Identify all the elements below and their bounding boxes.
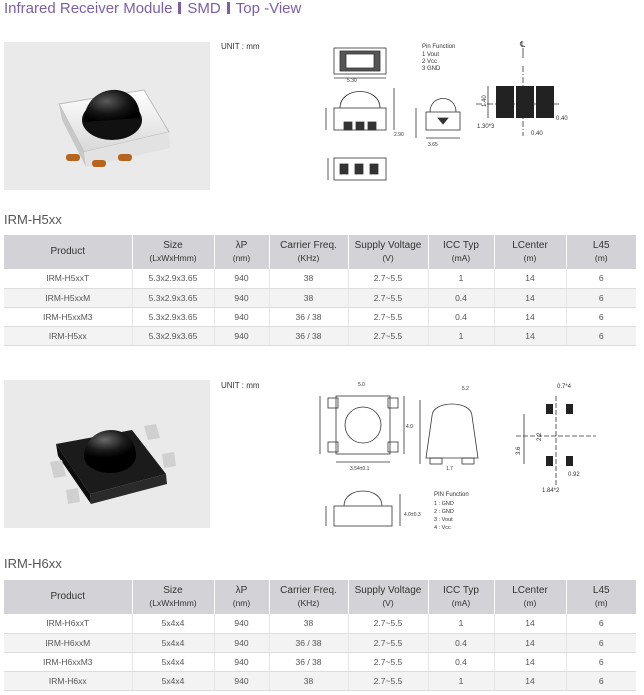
svg-text:4.0: 4.0 (406, 424, 413, 430)
svg-text:2.90: 2.90 (394, 132, 404, 138)
col-size: Size(LxWxHmm) (132, 580, 215, 614)
col-l45: L45(m) (566, 235, 636, 269)
col-product: Product (4, 580, 133, 614)
col-supply: Supply Voltage(V) (348, 580, 429, 614)
dim-0-92: 0.92 (568, 472, 580, 478)
product-photo-h5 (4, 42, 210, 190)
dim-3-6: 3.6 (516, 446, 522, 455)
svg-text:5.30: 5.30 (347, 78, 357, 84)
col-size: Size(LxWxHmm) (132, 235, 215, 269)
svg-text:5.0: 5.0 (358, 382, 365, 388)
title-separator (226, 2, 230, 14)
col-carrier: Carrier Freq.(KHz) (269, 235, 349, 269)
spec-table-h5: Product Size(LxWxHmm) λP(nm) Carrier Fre… (4, 235, 636, 346)
svg-text:3.54±0.1: 3.54±0.1 (350, 466, 370, 472)
pin-2-h6: 2 : GND (434, 509, 454, 515)
pin-function-heading: Pin Function (422, 44, 455, 50)
col-carrier: Carrier Freq.(KHz) (269, 580, 349, 614)
col-l45: L45(m) (566, 580, 636, 614)
svg-text:3.65: 3.65 (428, 142, 438, 148)
pin-1: 1 Vout (422, 52, 439, 58)
svg-text:4.0±0.3: 4.0±0.3 (404, 512, 421, 518)
pin-function-heading-h6: PIN Function (434, 492, 469, 498)
svg-text:1.7: 1.7 (446, 466, 453, 472)
col-lcenter: LCenter(m) (494, 235, 567, 269)
dim-1-84x2: 1.84*2 (542, 488, 560, 494)
svg-text:℄: ℄ (519, 40, 526, 49)
unit-label-h5: UNIT : mm (221, 42, 260, 51)
col-lambda: λP(nm) (214, 580, 270, 614)
dim-2-2: 2.2 (537, 432, 543, 441)
col-product: Product (4, 235, 133, 269)
dimension-drawing-h5: 5.30 2.90 3.65 Pin Function 1 Vout 2 Vcc… (325, 40, 568, 181)
dim-0-40b: 0.40 (556, 116, 568, 122)
pin-1-h6: 1 : GND (434, 501, 454, 507)
dim-1-30x3: 1.30*3 (477, 124, 495, 130)
col-lcenter: LCenter(m) (494, 580, 567, 614)
dim-0-40a: 0.40 (531, 131, 543, 137)
col-icc: ICC Typ(mA) (428, 580, 495, 614)
title-separator (178, 2, 182, 14)
unit-label-h6: UNIT : mm (221, 381, 260, 390)
pin-2: 2 Vcc (422, 59, 437, 65)
pin-4-h6: 4 : Vcc (434, 525, 451, 531)
pin-3: 3 GND (422, 66, 441, 72)
spec-table-h6: Product Size(LxWxHmm) λP(nm) Carrier Fre… (4, 580, 636, 691)
dimension-drawing-h6: 5.0 4.0 3.54±0.1 5.2 1.7 4.0±0.3 PIN Fun… (319, 382, 596, 531)
dim-1-40: 1.40 (482, 95, 488, 107)
section-title-h5: IRM-H5xx (4, 212, 62, 227)
col-supply: Supply Voltage(V) (348, 235, 429, 269)
col-lambda: λP(nm) (214, 235, 270, 269)
table-header-row: Product Size(LxWxHmm) λP(nm) Carrier Fre… (4, 580, 636, 614)
dim-0-7x4: 0.7*4 (557, 384, 572, 390)
product-photo-h6 (4, 380, 210, 528)
pin-3-h6: 3 : Vout (434, 517, 453, 523)
section-title-h6: IRM-H6xx (4, 556, 62, 571)
table-header-row: Product Size(LxWxHmm) λP(nm) Carrier Fre… (4, 235, 636, 269)
col-icc: ICC Typ(mA) (428, 235, 495, 269)
svg-text:5.2: 5.2 (462, 386, 469, 392)
